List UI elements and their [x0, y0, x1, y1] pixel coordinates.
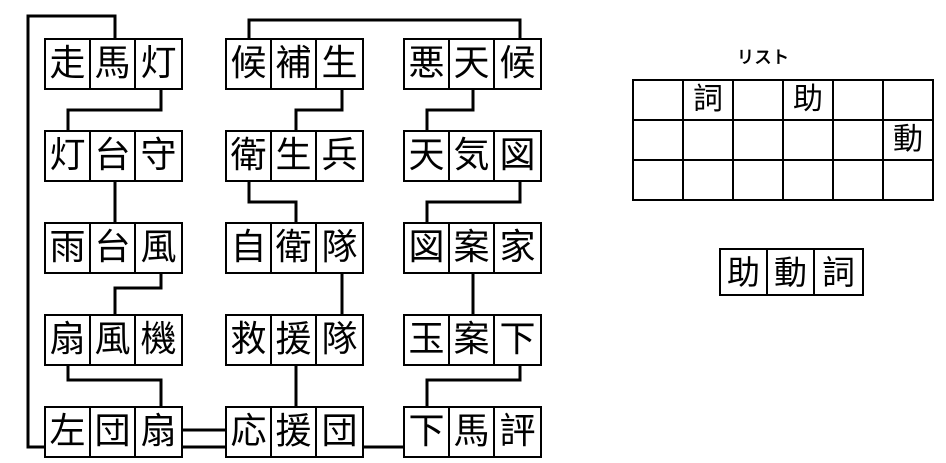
word-box-c3-r4[interactable]: 玉 案 下	[403, 314, 542, 366]
list-cell-r1c2[interactable]: 詞	[684, 81, 734, 121]
kanji-cell[interactable]: 評	[495, 408, 540, 456]
kanji-cell[interactable]: 衛	[227, 132, 272, 180]
list-cell-r1c1[interactable]	[634, 81, 684, 121]
kanji-cell[interactable]: 台	[91, 224, 136, 272]
wire-c1-r1-to-r2	[66, 90, 163, 130]
kanji-cell[interactable]: 灯	[46, 132, 91, 180]
list-cell-r3c5[interactable]	[834, 161, 884, 201]
list-panel-title: リスト	[737, 48, 790, 68]
word-box-c1-r4[interactable]: 扇 風 機	[44, 314, 183, 366]
kanji-cell[interactable]: 案	[450, 224, 495, 272]
kanji-cell[interactable]: 馬	[91, 40, 136, 88]
list-cell-r3c6[interactable]	[884, 161, 934, 201]
kanji-cell[interactable]: 守	[136, 132, 181, 180]
list-cell-r3c4[interactable]	[784, 161, 834, 201]
word-box-c1-r3[interactable]: 雨 台 風	[44, 222, 183, 274]
kanji-cell[interactable]: 家	[495, 224, 540, 272]
wire-c1-r3-to-r4	[113, 274, 163, 314]
word-box-c3-r5[interactable]: 下 馬 評	[403, 406, 542, 458]
kanji-cell[interactable]: 案	[450, 316, 495, 364]
kanji-cell[interactable]: 援	[272, 408, 317, 456]
list-cell-r2c4[interactable]	[784, 121, 834, 161]
kanji-cell[interactable]: 衛	[272, 224, 317, 272]
kanji-cell[interactable]: 風	[91, 316, 136, 364]
answer-kanji-cell[interactable]: 助	[721, 250, 768, 294]
word-box-c2-r4[interactable]: 救 援 隊	[225, 314, 364, 366]
kanji-cell[interactable]: 団	[317, 408, 362, 456]
list-cell-r2c1[interactable]	[634, 121, 684, 161]
kanji-cell[interactable]: 援	[272, 316, 317, 364]
word-box-c3-r2[interactable]: 天 気 図	[403, 130, 542, 182]
kanji-cell[interactable]: 玉	[405, 316, 450, 364]
word-box-c3-r1[interactable]: 悪 天 候	[403, 38, 542, 90]
word-box-c3-r3[interactable]: 図 案 家	[403, 222, 542, 274]
kanji-cell[interactable]: 灯	[136, 40, 181, 88]
kanji-cell[interactable]: 隊	[317, 316, 362, 364]
kanji-cell[interactable]: 風	[136, 224, 181, 272]
kanji-cell[interactable]: 候	[227, 40, 272, 88]
kanji-cell[interactable]: 下	[405, 408, 450, 456]
kanji-cell[interactable]: 救	[227, 316, 272, 364]
kanji-cell[interactable]: 図	[405, 224, 450, 272]
kanji-cell[interactable]: 候	[495, 40, 540, 88]
list-cell-r1c3[interactable]	[734, 81, 784, 121]
kanji-cell[interactable]: 天	[450, 40, 495, 88]
kanji-cell[interactable]: 扇	[46, 316, 91, 364]
kanji-cell[interactable]: 機	[136, 316, 181, 364]
word-box-c1-r5[interactable]: 左 団 扇	[44, 406, 183, 458]
word-box-c2-r2[interactable]: 衛 生 兵	[225, 130, 364, 182]
answer-kanji-cell[interactable]: 動	[768, 250, 815, 294]
kanji-cell[interactable]: 馬	[450, 408, 495, 456]
wire-kouhosei-to-akutenkou	[247, 18, 522, 38]
list-cell-r2c2[interactable]	[684, 121, 734, 161]
kanji-cell[interactable]: 生	[317, 40, 362, 88]
list-cell-r2c6[interactable]: 動	[884, 121, 934, 161]
kanji-cell[interactable]: 下	[495, 316, 540, 364]
wire-c3-r4-to-r5	[425, 366, 522, 406]
kanji-cell[interactable]: 天	[405, 132, 450, 180]
kanji-cell[interactable]: 隊	[317, 224, 362, 272]
kanji-cell[interactable]: 雨	[46, 224, 91, 272]
wire-c2-r2-to-r3	[247, 182, 298, 222]
word-box-c2-r1[interactable]: 候 補 生	[225, 38, 364, 90]
word-box-c1-r2[interactable]: 灯 台 守	[44, 130, 183, 182]
list-grid[interactable]: 詞 助 動	[632, 79, 934, 201]
list-cell-r2c3[interactable]	[734, 121, 784, 161]
word-box-c2-r3[interactable]: 自 衛 隊	[225, 222, 364, 274]
word-box-c1-r1[interactable]: 走 馬 灯	[44, 38, 183, 90]
list-cell-r1c5[interactable]	[834, 81, 884, 121]
word-box-c2-r5[interactable]: 応 援 団	[225, 406, 364, 458]
wire-c2-r1-to-r2	[294, 90, 344, 130]
kanji-cell[interactable]: 兵	[317, 132, 362, 180]
wire-c1-r4-to-r5	[66, 366, 163, 406]
wire-c3-r1-to-r2	[425, 90, 475, 130]
kanji-cell[interactable]: 台	[91, 132, 136, 180]
list-cell-r3c1[interactable]	[634, 161, 684, 201]
list-cell-r1c6[interactable]	[884, 81, 934, 121]
answer-word-box[interactable]: 助 動 詞	[719, 248, 864, 296]
wire-c3-r2-to-r3	[425, 182, 522, 222]
kanji-cell[interactable]: 応	[227, 408, 272, 456]
kanji-cell[interactable]: 図	[495, 132, 540, 180]
list-cell-r1c4[interactable]: 助	[784, 81, 834, 121]
answer-kanji-cell[interactable]: 詞	[815, 250, 862, 294]
kanji-cell[interactable]: 自	[227, 224, 272, 272]
list-cell-r3c3[interactable]	[734, 161, 784, 201]
list-cell-r3c2[interactable]	[684, 161, 734, 201]
kanji-cell[interactable]: 左	[46, 408, 91, 456]
kanji-cell[interactable]: 補	[272, 40, 317, 88]
kanji-cell[interactable]: 扇	[136, 408, 181, 456]
kanji-cell[interactable]: 気	[450, 132, 495, 180]
kanji-cell[interactable]: 走	[46, 40, 91, 88]
list-cell-r2c5[interactable]	[834, 121, 884, 161]
kanji-cell[interactable]: 団	[91, 408, 136, 456]
kanji-cell[interactable]: 生	[272, 132, 317, 180]
kanji-cell[interactable]: 悪	[405, 40, 450, 88]
